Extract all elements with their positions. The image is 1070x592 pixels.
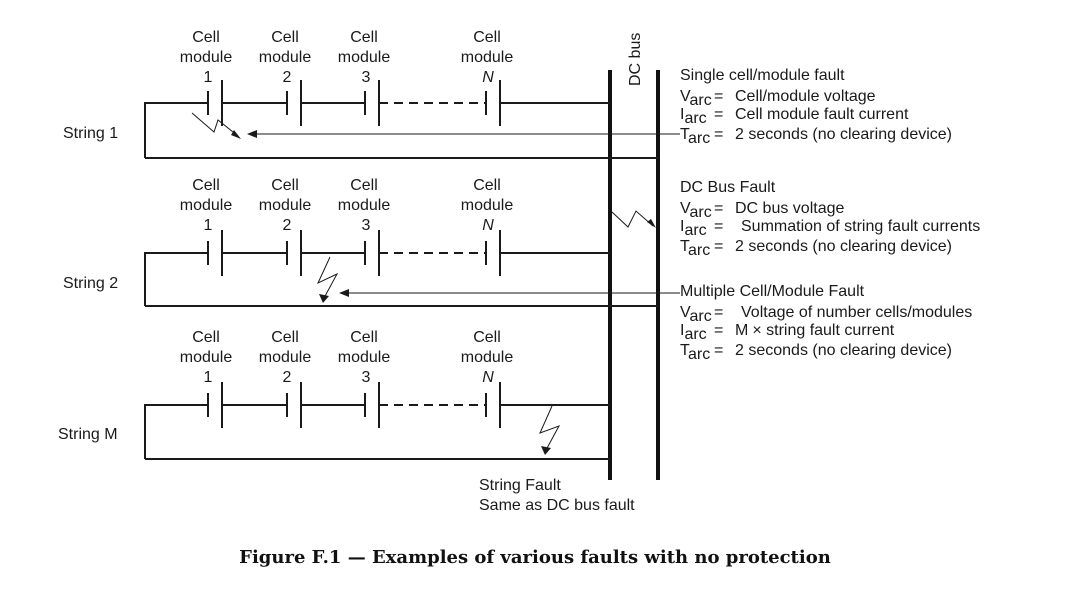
dc-bus: DC bus: [608, 33, 660, 480]
svg-text:3: 3: [362, 369, 371, 386]
svg-text:Cell: Cell: [350, 177, 378, 194]
svg-text:Cell: Cell: [271, 29, 299, 46]
svg-text:1: 1: [204, 69, 213, 86]
string-label: String 2: [63, 275, 118, 292]
cell-module-2: Cell module 2: [259, 177, 312, 276]
svg-text:module: module: [259, 349, 312, 366]
svg-text:module: module: [461, 349, 514, 366]
fault-arc-arrowhead: [541, 446, 551, 455]
fault-title: Multiple Cell/Module Fault: [680, 283, 865, 300]
dc-bus-fault-arc: [611, 210, 654, 228]
cell-module-1: Cell module 1: [180, 177, 233, 276]
fault-title: Single cell/module fault: [680, 67, 845, 84]
svg-text:Cell: Cell: [192, 329, 220, 346]
fault-description-multiple-cell: Multiple Cell/Module Fault Varc=Voltage …: [680, 283, 972, 363]
fault-line-current: Iarc=Cell module fault current: [680, 106, 909, 127]
string-m: String M Cell module 1 Cell module 2 Cel…: [58, 329, 635, 514]
cell-module-1: Cell module 1: [180, 29, 233, 126]
fault-line-time: Tarc=2 seconds (no clearing device): [680, 126, 952, 147]
fault-line-current: Iarc=Summation of string fault currents: [680, 218, 980, 239]
svg-text:module: module: [461, 197, 514, 214]
fault-line-voltage: Varc=Cell/module voltage: [680, 88, 876, 109]
string-fault-title: String Fault: [479, 477, 561, 494]
string-wire: [144, 102, 208, 158]
string-label: String 1: [63, 125, 118, 142]
svg-text:module: module: [180, 49, 233, 66]
svg-text:Cell: Cell: [473, 29, 501, 46]
svg-text:module: module: [338, 49, 391, 66]
svg-text:2: 2: [283, 69, 292, 86]
svg-text:module: module: [180, 197, 233, 214]
svg-text:3: 3: [362, 217, 371, 234]
fault-description-dc-bus: DC Bus Fault Varc=DC bus voltage Iarc=Su…: [680, 179, 980, 259]
cell-module-3: Cell module 3: [338, 177, 391, 276]
fault-arc-arrowhead: [647, 219, 656, 228]
svg-text:module: module: [338, 349, 391, 366]
svg-text:Cell: Cell: [192, 177, 220, 194]
svg-text:module: module: [259, 49, 312, 66]
cell-module-3: Cell module 3: [338, 329, 391, 428]
svg-text:module: module: [461, 49, 514, 66]
cell-module-n: Cell module N: [461, 29, 514, 126]
string-wire: [144, 252, 208, 306]
svg-text:N: N: [482, 69, 494, 86]
svg-text:Cell: Cell: [473, 177, 501, 194]
svg-text:Cell: Cell: [271, 329, 299, 346]
svg-text:Cell: Cell: [271, 177, 299, 194]
fault-arc-lightning: [539, 405, 561, 451]
cell-module-2: Cell module 2: [259, 329, 312, 428]
svg-text:2: 2: [283, 369, 292, 386]
fault-arc-lightning: [316, 256, 339, 299]
fault-arc-arrowhead: [231, 130, 241, 139]
string-fault-note: Same as DC bus fault: [479, 497, 635, 514]
cell-module-n: Cell module N: [461, 177, 514, 276]
svg-text:1: 1: [204, 369, 213, 386]
svg-text:N: N: [482, 217, 494, 234]
fault-line-current: Iarc=M× string fault current: [680, 322, 895, 343]
svg-text:2: 2: [283, 217, 292, 234]
cell-module-1: Cell module 1: [180, 329, 233, 428]
fault-arc-lightning: [191, 112, 239, 137]
svg-text:Cell: Cell: [350, 29, 378, 46]
svg-text:Cell: Cell: [192, 29, 220, 46]
fault-title: DC Bus Fault: [680, 179, 776, 196]
fault-arc-arrowhead: [319, 294, 329, 303]
string-2: String 2 Cell module 1 Cell module 2 Cel…: [63, 177, 680, 307]
fault-line-voltage: Varc=Voltage of number cells/modules: [680, 304, 972, 325]
string-label: String M: [58, 426, 118, 443]
svg-text:Cell: Cell: [473, 329, 501, 346]
cell-module-3: Cell module 3: [338, 29, 391, 126]
cell-module-2: Cell module 2: [259, 29, 312, 126]
figure-caption: Figure F.1 — Examples of various faults …: [239, 547, 831, 568]
fault-line-time: Tarc=2 seconds (no clearing device): [680, 342, 952, 363]
svg-text:N: N: [482, 369, 494, 386]
string-1: String 1 Cell module 1 Cell module 2 Cel…: [63, 29, 680, 159]
string-wire: [144, 404, 208, 459]
svg-text:module: module: [338, 197, 391, 214]
fault-description-single-cell: Single cell/module fault Varc=Cell/modul…: [680, 67, 952, 147]
svg-text:module: module: [259, 197, 312, 214]
svg-text:1: 1: [204, 217, 213, 234]
fault-line-voltage: Varc=DC bus voltage: [680, 200, 844, 221]
cell-module-n: Cell module N: [461, 329, 514, 428]
fault-line-time: Tarc=2 seconds (no clearing device): [680, 238, 952, 259]
dc-bus-label: DC bus: [627, 33, 644, 86]
svg-text:Cell: Cell: [350, 329, 378, 346]
svg-text:module: module: [180, 349, 233, 366]
svg-text:3: 3: [362, 69, 371, 86]
